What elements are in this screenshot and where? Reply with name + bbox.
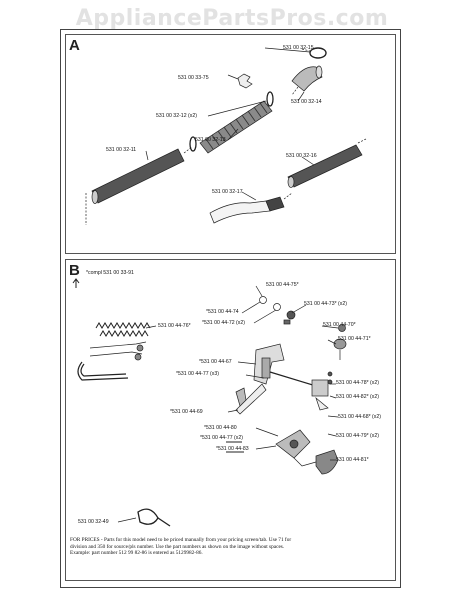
- part-label-531-00-44-79: 531 00 44-79* (x2): [336, 433, 379, 439]
- elbow-pipe: [291, 66, 323, 92]
- part-label-531-00-44-77-x2: *531 00 44-77 (x2): [200, 435, 243, 441]
- part-label-531-00-44-76: 531 00 44-76*: [158, 323, 191, 329]
- part-label-531-00-44-70: 531 00 44-70*: [323, 322, 356, 328]
- part-label-531-00-44-75: 531 00 44-75*: [266, 282, 299, 288]
- part-label-531-00-44-72: *531 00 44-72 (x2): [202, 320, 245, 326]
- part-label-531-00-44-69: *531 00 44-69: [170, 409, 203, 415]
- panel-a-diagram: [85, 47, 367, 225]
- part-label-531-00-32-11: 531 00 32-11: [106, 147, 137, 153]
- part-label-531-00-32-17: 531 00 32-17: [212, 189, 243, 195]
- part-label-531-00-44-73: 531 00 44-73* (x2): [304, 301, 347, 307]
- part-label-531-00-44-71: 531 00 44-71*: [338, 336, 371, 342]
- part-label-531-00-44-74: *531 00 44-74: [206, 309, 239, 315]
- tube-right: [287, 144, 363, 188]
- part-label-531-00-32-49: 531 00 32-49: [78, 519, 109, 525]
- spring-lower: [99, 330, 149, 337]
- arrow-icon: [72, 278, 80, 288]
- part-label-531-00-44-67: *531 00 44-67: [199, 359, 232, 365]
- pricing-note-line: FOR PRICES - Parts for this model need t…: [70, 537, 292, 543]
- cable-loop: [77, 361, 129, 381]
- part-label-531-00-33-75: 531 00 33-75: [178, 75, 209, 81]
- grip: [315, 449, 339, 475]
- pricing-note: FOR PRICES - Parts for this model need t…: [70, 537, 392, 557]
- panel-a: A: [65, 34, 396, 254]
- washer: [273, 303, 281, 311]
- part-label-531-00-44-80: *531 00 44-80: [204, 425, 237, 431]
- knob: [333, 338, 347, 350]
- watermark: AppliancePartsPros.com: [75, 6, 389, 31]
- part-label-531-00-44-83: *531 00 44-83: [216, 446, 249, 452]
- curved-nozzle: [209, 200, 271, 224]
- washer: [259, 296, 267, 304]
- part-label-531-00-44-77-x3: *531 00 44-77 (x3): [176, 371, 219, 377]
- part-label-531-00-32-12: 531 00 32-12 (x2): [156, 113, 197, 119]
- panel-b-label: B: [69, 262, 80, 279]
- part-label-531-00-44-68: 531 00 44-68* (x2): [338, 414, 381, 420]
- clamp-upper: [266, 91, 274, 107]
- panel-a-label: A: [69, 37, 80, 54]
- part-label-531-00-44-81: 531 00 44-81*: [336, 457, 369, 463]
- cable-tie: [137, 508, 159, 525]
- o-ring: [309, 47, 327, 59]
- spring-upper: [95, 322, 151, 329]
- part-label-531-00-32-15: 531 00 32-15: [283, 45, 314, 51]
- panel-b: B *compl 531 00 33-91: [65, 259, 396, 581]
- part-label-531-00-32-13: 531 00 32-13: [195, 137, 226, 143]
- part-label-531-00-44-82: 531 00 44-82* (x2): [336, 394, 379, 400]
- cable-upper: [89, 341, 147, 349]
- page-frame: [60, 29, 401, 588]
- pricing-note-line: Example: part number 512 99 82-86 is ent…: [70, 550, 203, 557]
- cable-lower: [89, 351, 143, 357]
- clamp-lower: [189, 136, 197, 152]
- panel-b-diagram: [72, 278, 347, 527]
- pricing-note-line: division and 350 for source/pls number. …: [70, 543, 285, 550]
- part-label-531-00-32-14: 531 00 32-14: [291, 99, 322, 105]
- compl-label: *compl 531 00 33-91: [86, 270, 134, 276]
- bellows-hose: [199, 100, 273, 154]
- clip: [237, 73, 253, 89]
- part-label-531-00-32-16: 531 00 32-16: [286, 153, 317, 159]
- tube-left: [91, 148, 185, 204]
- trigger: [235, 387, 247, 407]
- washer: [286, 310, 296, 320]
- part-label-531-00-44-78: 531 00 44-78* (x2): [336, 380, 379, 386]
